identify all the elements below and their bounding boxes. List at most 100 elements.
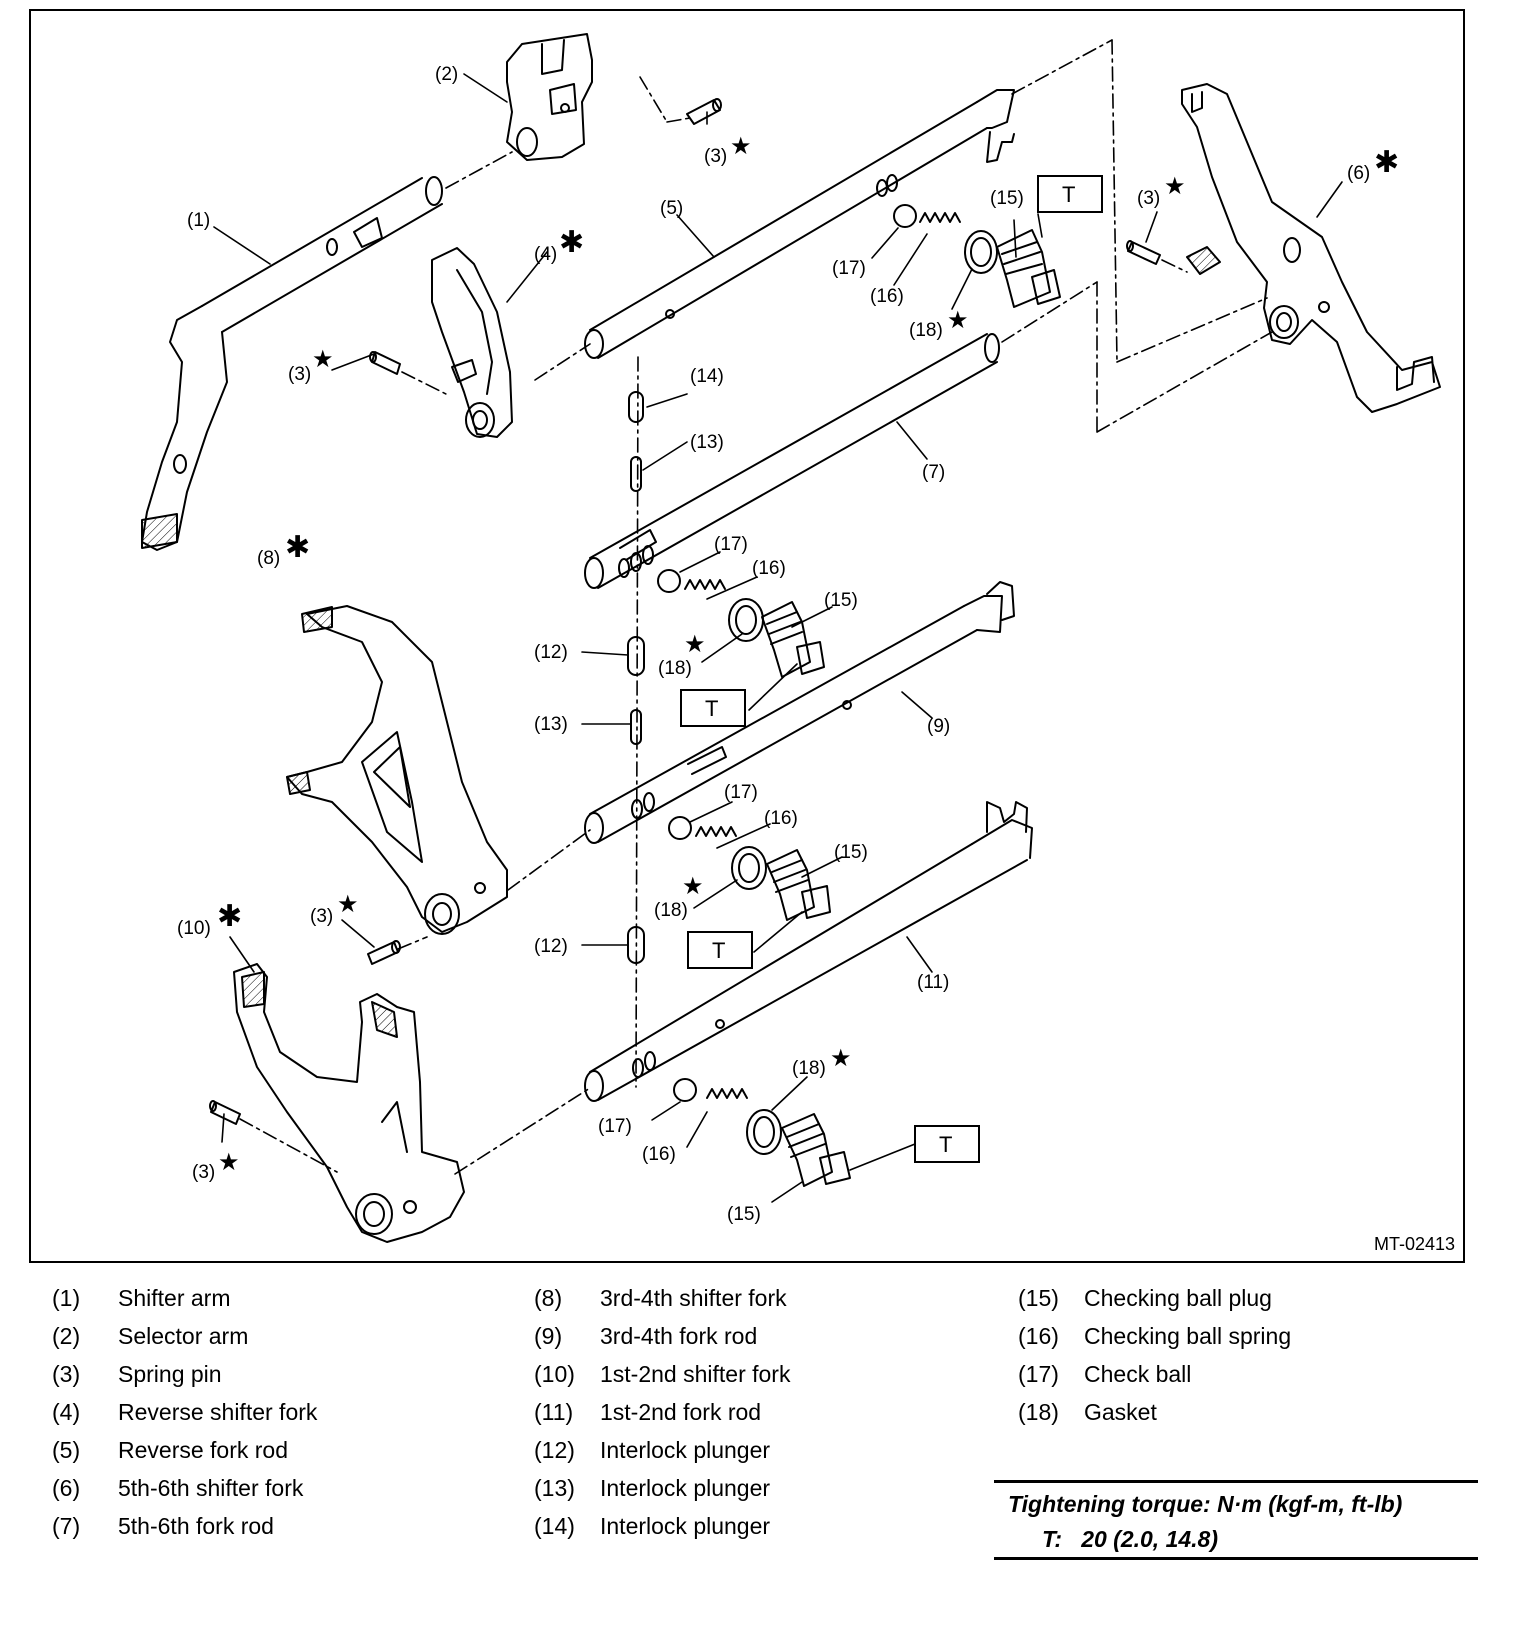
alignment-lines xyxy=(239,39,1273,1175)
legend-number: (8) xyxy=(534,1285,563,1311)
torque-spec-box: Tightening torque: N·m (kgf-m, ft-lb) T:… xyxy=(994,1480,1478,1560)
legend-number: (3) xyxy=(52,1361,81,1387)
5th-6th-shifter-fork xyxy=(1181,83,1441,413)
callout-15: (15) xyxy=(990,188,1024,209)
legend-number: (1) xyxy=(52,1285,81,1311)
asterisk-mark: ✱ xyxy=(1374,145,1399,180)
legend-name: 1st-2nd shifter fork xyxy=(600,1361,791,1387)
callout-2: (2) xyxy=(435,64,458,85)
callout-9: (9) xyxy=(927,716,950,737)
star-mark: ★ xyxy=(684,630,706,658)
1st-2nd-fork-rod xyxy=(584,801,1033,1102)
callout-15: (15) xyxy=(727,1204,761,1225)
callout-17: (17) xyxy=(832,258,866,279)
legend-name: Selector arm xyxy=(118,1323,249,1349)
legend-name: Shifter arm xyxy=(118,1285,231,1311)
legend-name: Spring pin xyxy=(118,1361,222,1387)
callout-3: (3) xyxy=(1137,188,1160,209)
reverse-fork-rod xyxy=(584,89,1015,359)
callout-1: (1) xyxy=(187,210,210,231)
reverse-shifter-fork xyxy=(431,247,513,438)
legend-number: (4) xyxy=(52,1399,81,1425)
asterisk-mark: ✱ xyxy=(559,225,584,260)
callout-4: (4) xyxy=(534,244,557,265)
legend-number: (17) xyxy=(1018,1361,1059,1387)
star-mark: ★ xyxy=(218,1148,240,1176)
torque-heading: Tightening torque: N·m (kgf-m, ft-lb) xyxy=(1008,1491,1403,1517)
shifter-rod-exploded-diagram: T T T T (1) (2) (3) ★ (5) (4) ✱ (3) ★ (3… xyxy=(141,33,1441,1243)
callout-18: (18) xyxy=(654,900,688,921)
star-mark: ★ xyxy=(730,132,752,160)
star-mark: ★ xyxy=(337,890,359,918)
callout-17: (17) xyxy=(714,534,748,555)
parts-legend: (1) Shifter arm (2) Selector arm (3) Spring… xyxy=(0,1285,1536,1585)
legend-name: Check ball xyxy=(1084,1361,1192,1387)
spring-pin-top xyxy=(686,98,722,125)
torque-box-1 xyxy=(1037,175,1103,213)
torque-label: T: xyxy=(1042,1526,1063,1552)
legend-name: Reverse fork rod xyxy=(118,1437,289,1463)
torque-value-line: T: 20 (2.0, 14.8) xyxy=(1042,1526,1218,1553)
legend-name: Gasket xyxy=(1084,1399,1157,1425)
legend-name: Interlock plunger xyxy=(600,1437,771,1463)
star-mark: ★ xyxy=(830,1044,852,1072)
torque-box-label: T xyxy=(712,938,725,963)
torque-box-label: T xyxy=(939,1132,952,1157)
legend-number: (7) xyxy=(52,1513,81,1539)
callout-7: (7) xyxy=(922,462,945,483)
callout-3: (3) xyxy=(288,364,311,385)
star-mark: ★ xyxy=(312,345,334,373)
selector-arm xyxy=(506,33,593,161)
callout-8: (8) xyxy=(257,548,280,569)
interlock-plunger-14 xyxy=(628,391,644,423)
callout-18: (18) xyxy=(658,658,692,679)
interlock-plunger-12-upper xyxy=(627,636,645,676)
spring-pin-1st2nd xyxy=(209,1100,241,1125)
callout-13: (13) xyxy=(534,714,568,735)
legend-name: 3rd-4th fork rod xyxy=(600,1323,758,1349)
check-set-reverse xyxy=(893,204,1061,308)
callout-3: (3) xyxy=(704,146,727,167)
interlock-plunger-13-lower xyxy=(630,709,642,745)
legend-number: (14) xyxy=(534,1513,575,1539)
callout-6: (6) xyxy=(1347,163,1370,184)
legend-number: (13) xyxy=(534,1475,575,1501)
star-mark: ★ xyxy=(682,872,704,900)
3rd-4th-shifter-fork xyxy=(286,605,508,935)
callout-12: (12) xyxy=(534,936,568,957)
legend-number: (5) xyxy=(52,1437,81,1463)
legend-name: Interlock plunger xyxy=(600,1513,771,1539)
legend-name: Checking ball plug xyxy=(1084,1285,1272,1311)
check-set-3rd4th xyxy=(668,816,831,921)
callout-11: (11) xyxy=(917,972,949,993)
callout-3: (3) xyxy=(192,1162,215,1183)
spring-pin-5th6th xyxy=(1126,240,1161,265)
check-set-5th6th xyxy=(657,569,825,678)
asterisk-mark: ✱ xyxy=(285,530,310,565)
callout-16: (16) xyxy=(870,286,904,307)
asterisk-mark: ✱ xyxy=(217,899,242,934)
torque-box-2 xyxy=(680,689,746,727)
legend-name: Checking ball spring xyxy=(1084,1323,1292,1349)
spring-pin-reverse xyxy=(369,351,401,375)
legend-number: (11) xyxy=(534,1399,574,1425)
legend-number: (10) xyxy=(534,1361,575,1387)
figure-code: MT-02413 xyxy=(1373,1234,1455,1254)
1st-2nd-shifter-fork xyxy=(233,963,465,1243)
legend-name: 5th-6th shifter fork xyxy=(118,1475,304,1501)
callout-15: (15) xyxy=(824,590,858,611)
legend-name: 3rd-4th shifter fork xyxy=(600,1285,787,1311)
callout-16: (16) xyxy=(764,808,798,829)
callout-13: (13) xyxy=(690,432,724,453)
torque-box-4 xyxy=(914,1125,980,1163)
callout-17: (17) xyxy=(724,782,758,803)
legend-number: (15) xyxy=(1018,1285,1059,1311)
legend-number: (2) xyxy=(52,1323,81,1349)
5th-6th-fork-rod xyxy=(584,333,1000,589)
callout-16: (16) xyxy=(752,558,786,579)
legend-number: (6) xyxy=(52,1475,81,1501)
legend-name: 5th-6th fork rod xyxy=(118,1513,274,1539)
callout-10: (10) xyxy=(177,918,211,939)
shifter-arm xyxy=(141,176,443,551)
legend-name: Interlock plunger xyxy=(600,1475,771,1501)
